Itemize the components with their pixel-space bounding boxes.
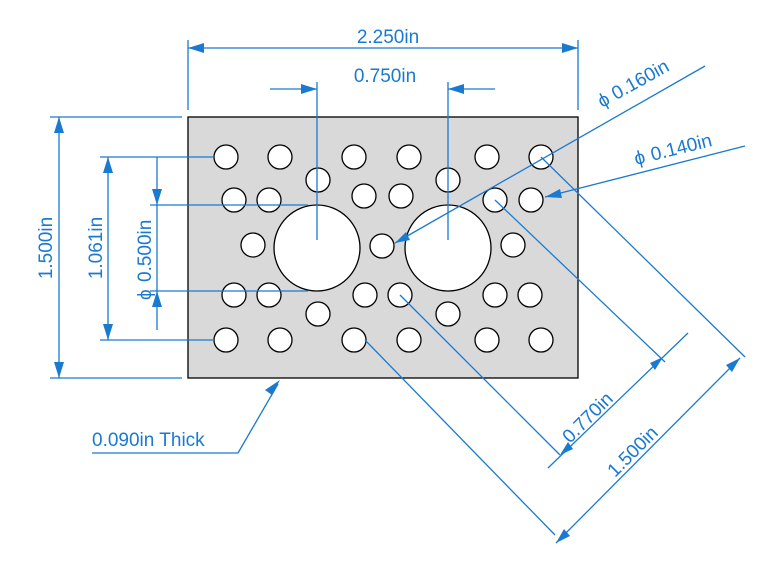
hole (351, 183, 377, 209)
svg-text:0.160in: 0.160in (608, 56, 673, 105)
hole (305, 167, 331, 193)
row-spacing-label: 1.061in (86, 217, 107, 279)
hole (341, 327, 367, 353)
hole (500, 232, 526, 258)
center-spacing-label: 0.750in (354, 66, 416, 87)
svg-text:0.500in: 0.500in (135, 220, 156, 282)
hole (267, 327, 293, 353)
overall-width-label: 2.250in (357, 27, 419, 48)
hole (256, 282, 282, 308)
hole (474, 144, 500, 170)
hole (213, 144, 239, 170)
diag-spacing-1-label: 0.770in (559, 389, 618, 448)
dimension-lines (50, 40, 746, 544)
svg-text:ϕ: ϕ (632, 147, 647, 170)
diag-spacing-2-label: 1.500in (604, 423, 663, 482)
hole (369, 233, 395, 259)
large-hole-dia-label: ϕ 0.160in (594, 56, 673, 112)
svg-text:0.140in: 0.140in (649, 130, 715, 165)
hole (305, 301, 331, 327)
hole (528, 327, 554, 353)
hole (213, 327, 239, 353)
large-row-spacing-label: ϕ 0.500in (135, 220, 156, 300)
small-holes (213, 144, 554, 353)
hole (517, 282, 543, 308)
hole (396, 144, 422, 170)
large-holes (273, 204, 492, 292)
hole (267, 144, 293, 170)
thickness-label: 0.090in Thick (92, 430, 205, 451)
hole (518, 187, 544, 213)
hole (482, 282, 508, 308)
hole (352, 282, 378, 308)
hole (396, 327, 422, 353)
hole (240, 232, 266, 258)
svg-text:ϕ: ϕ (135, 289, 156, 300)
hole (221, 282, 247, 308)
hole (388, 183, 414, 209)
overall-height-label: 1.500in (36, 217, 57, 279)
hole (221, 187, 247, 213)
hole (256, 187, 282, 213)
hole (341, 144, 367, 170)
hole (474, 327, 500, 353)
hole (435, 301, 461, 327)
